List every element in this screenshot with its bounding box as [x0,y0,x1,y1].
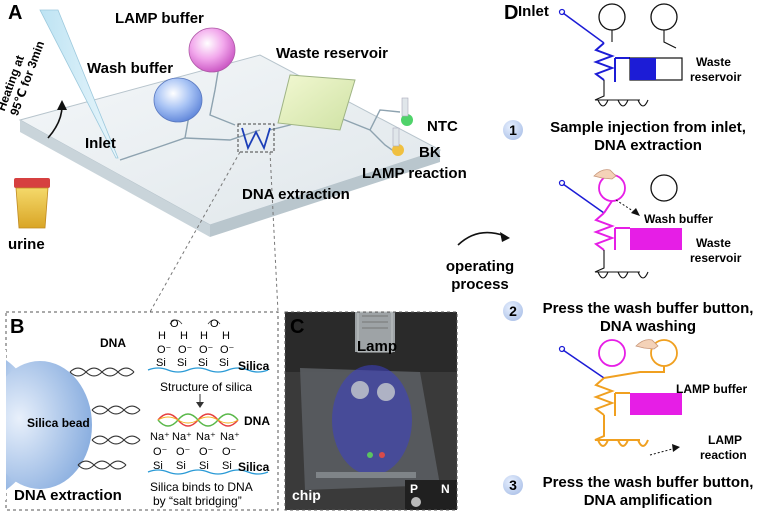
dna-strands [69,367,141,470]
step-3-text: Press the wash buffer button, DNA amplif… [478,474,757,510]
atom-ominus-6: O⁻ [176,446,191,458]
chip-label: chip [292,487,321,503]
operating-line2: process [451,276,509,293]
zoom-line-left [149,151,241,313]
atom-si-5: Si [153,460,163,472]
dna-extraction-label: DNA extraction [242,186,350,203]
pipette-tip [39,9,119,159]
atom-na-2: Na⁺ [172,431,192,443]
atom-o-1: O [170,318,179,330]
step-1-badge: 1 [503,120,523,140]
lamp-reaction-label: LAMP reaction [362,165,467,182]
panel-a-letter: A [8,2,23,24]
atom-ominus-2: O⁻ [178,344,193,356]
step1-chip-diagram [558,3,683,107]
atom-si-1: Si [156,357,166,369]
wash-buffer-label-d: Wash buffer [644,212,713,226]
dna-mid-label: DNA [244,414,270,428]
atom-si-8: Si [222,460,232,472]
atom-si-2: Si [177,357,187,369]
atom-ominus-8: O⁻ [222,446,237,458]
urine-label: urine [8,236,45,253]
ntc-well [401,114,413,126]
silica-top-label: Silica [238,359,270,373]
lamp-buffer-label: LAMP buffer [115,10,204,27]
atom-si-7: Si [199,460,209,472]
atom-h-3: H [200,330,208,342]
step-1-line1: Sample injection from inlet, [550,119,746,136]
bk-well [392,144,404,156]
inlet-label: Inlet [85,135,116,152]
step2-chip-diagram [558,169,682,279]
step-2-text: Press the wash buffer button, DNA washin… [478,300,757,336]
lamp-label: Lamp [357,338,398,355]
caption-line2: by “salt bridging” [153,494,242,508]
lamp-reaction-1: LAMP [708,433,742,447]
step3-chip-diagram [558,339,682,456]
wash-buffer-label: Wash buffer [87,60,174,77]
dna-label: DNA [100,336,126,350]
chip-photo [285,311,457,510]
silica-bead-label: Silica bead [27,416,90,430]
atom-ominus-4: O⁻ [220,344,235,356]
silica-surface-top [147,367,269,373]
waste-label-1b: reservoir [690,70,742,84]
waste-label-2a: Waste [696,236,731,250]
silica-surface-bottom [147,469,269,475]
structure-caption: Structure of silica [160,380,253,394]
waste-reservoir [277,74,356,131]
panel-b-title: DNA extraction [14,487,122,504]
panel-c-letter: C [290,316,305,338]
atom-na-3: Na⁺ [196,431,216,443]
zoom-line-right [269,151,279,313]
p-label: P [410,482,419,496]
dna-extraction-chamber [237,123,275,153]
lamp-buffer-label-d: LAMP buffer [676,382,748,396]
atom-si-4: Si [219,357,229,369]
atom-si-3: Si [198,357,208,369]
step-2-line1: Press the wash buffer button, [542,300,754,317]
step-1-text: Sample injection from inlet, DNA extract… [478,119,757,155]
operating-line1: operating [445,258,515,275]
panel-b-letter: B [10,316,25,338]
bk-label: BK [419,144,441,161]
lamp-reaction-2: reaction [700,448,747,462]
atom-h-1: H [158,330,166,342]
step-2-line2: DNA washing [599,318,697,335]
operating-arrow [457,231,506,246]
finger-icon-2 [635,339,659,350]
urine-cup [14,178,50,229]
ntc-label: NTC [427,118,458,135]
waste-label-2b: reservoir [690,251,742,265]
silica-bottom-label: Silica [238,460,270,474]
atom-si-6: Si [176,460,186,472]
step-3-line2: DNA amplification [583,492,713,509]
operating-process-label: operating process [444,258,516,294]
step-1-line2: DNA extraction [594,137,702,154]
atom-h-2: H [180,330,188,342]
atom-h-4: H [222,330,230,342]
lamp-buffer-dome [188,27,236,73]
atom-na-1: Na⁺ [150,431,170,443]
atom-na-4: Na⁺ [220,431,240,443]
n-label: N [441,482,450,496]
inlet-label-d: Inlet [518,3,549,20]
atom-ominus-5: O⁻ [153,446,168,458]
atom-o-2: O [210,318,219,330]
panel-d-letter: D [504,2,519,24]
waste-reservoir-label: Waste reservoir [276,45,389,62]
waste-label-1a: Waste [696,55,731,69]
caption-line1: Silica binds to DNA [150,480,253,494]
step-3-badge: 3 [503,475,523,495]
wash-buffer-dome [153,77,203,123]
atom-ominus-3: O⁻ [199,344,214,356]
atom-ominus-7: O⁻ [199,446,214,458]
step-3-line1: Press the wash buffer button, [542,474,754,491]
finger-icon [593,169,617,180]
atom-ominus-1: O⁻ [157,344,172,356]
step-2-badge: 2 [503,301,523,321]
